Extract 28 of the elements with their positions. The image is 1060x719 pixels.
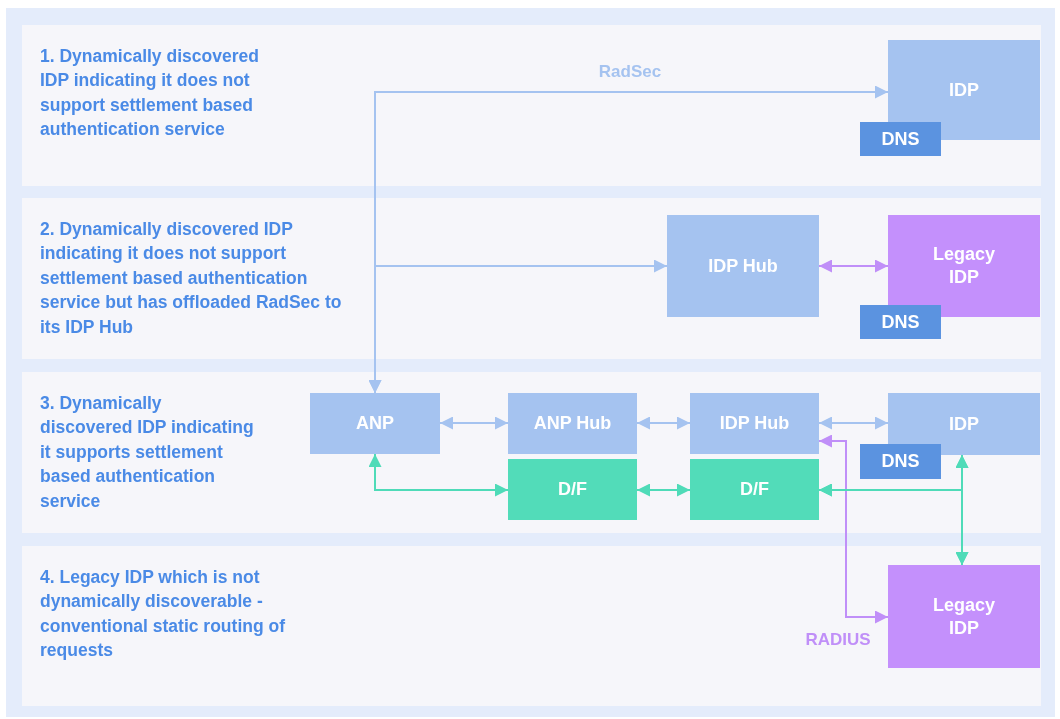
connector-arrow	[955, 454, 969, 566]
node-box: ANP	[310, 393, 440, 454]
node-box: IDP	[888, 393, 1040, 455]
connector-arrow	[368, 259, 668, 394]
connector-arrow	[818, 259, 889, 273]
dns-box: DNS	[860, 444, 941, 479]
dns-box: DNS	[860, 122, 941, 156]
connector-arrow	[818, 416, 889, 430]
connector-arrow	[818, 434, 889, 624]
dns-box: DNS	[860, 305, 941, 339]
node-box: ANP Hub	[508, 393, 637, 454]
node-box: Legacy IDP	[888, 565, 1040, 668]
section-heading: 4. Legacy IDP which is not dynamically discoverable - conventional static routing of requests	[40, 566, 286, 663]
section-band	[22, 25, 1041, 186]
section-band	[22, 372, 1041, 533]
connector-arrow	[368, 453, 509, 497]
connector-arrow	[636, 483, 691, 497]
section-band	[22, 198, 1041, 359]
node-box: IDP Hub	[690, 393, 819, 454]
section-heading: 2. Dynamically discovered IDP indicating it does not support settlement based authentication service but has offloaded RadSec to its IDP Hub	[40, 218, 343, 339]
section-band	[22, 546, 1041, 706]
node-box: D/F	[508, 459, 637, 520]
node-box: D/F	[690, 459, 819, 520]
node-box: IDP Hub	[667, 215, 819, 317]
section-heading: 1. Dynamically discovered IDP indicating it does not support settlement based authentication service	[40, 45, 260, 142]
section-heading: 3. Dynamically discovered IDP indicating it supports settlement based authentication service	[40, 392, 255, 513]
connector-arrow	[439, 416, 509, 430]
connector-arrow	[636, 416, 691, 430]
